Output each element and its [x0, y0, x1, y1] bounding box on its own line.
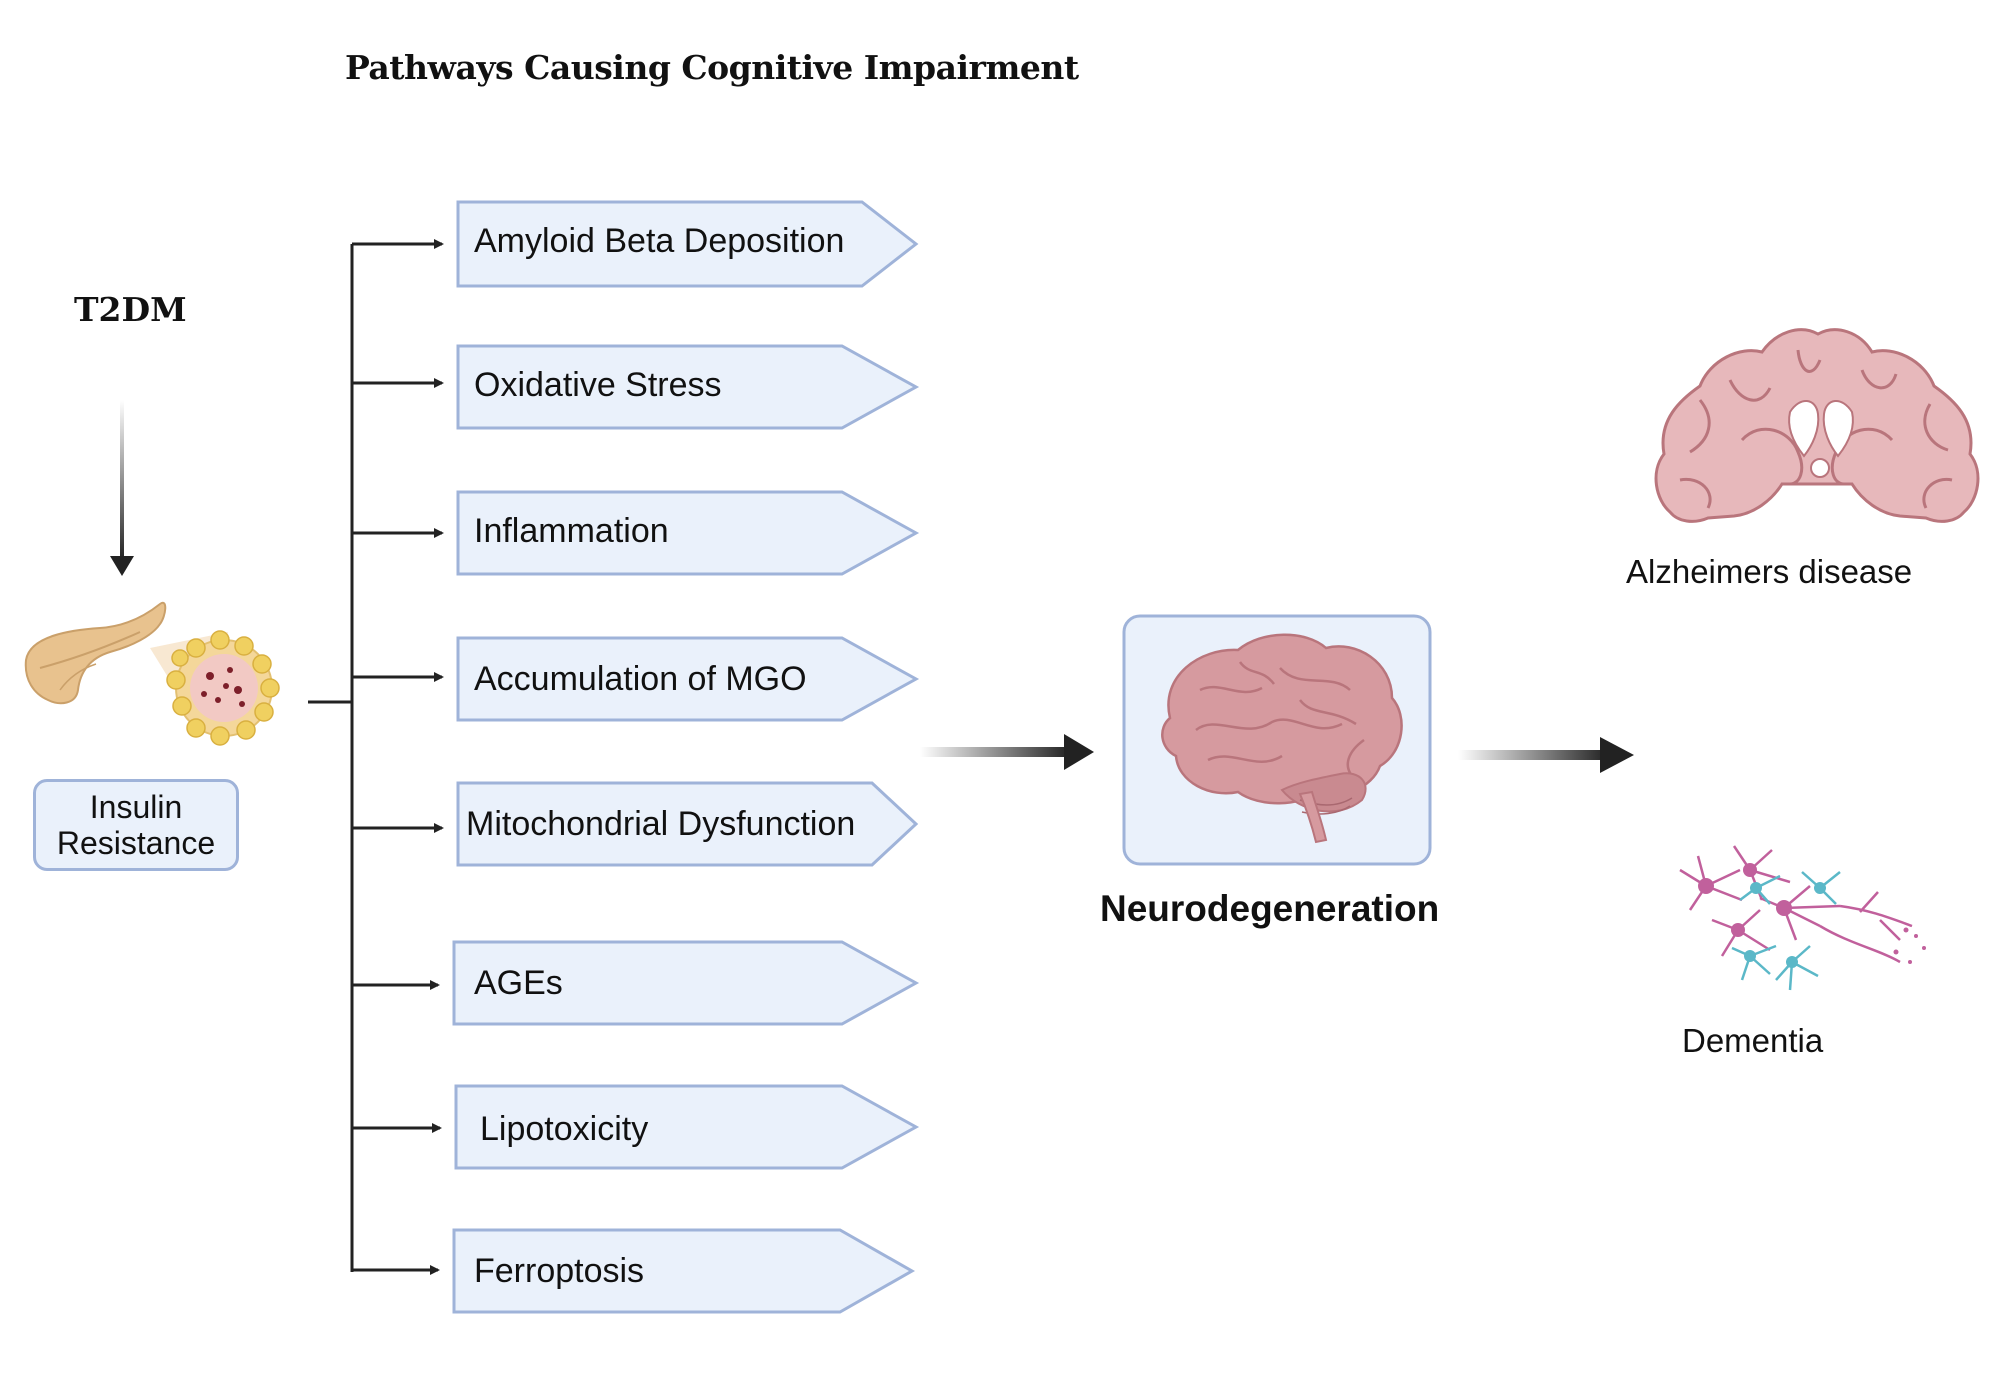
brain-coronal-section-icon	[1654, 328, 1980, 523]
page-title: Pathways Causing Cognitive Impairment	[345, 48, 1079, 87]
pathway-label-ages: AGEs	[474, 964, 563, 1002]
pathway-branch-ferroptosis	[352, 1228, 916, 1314]
pathway-branch-ages	[352, 940, 920, 1026]
insulin-resistance-line2: Resistance	[56, 825, 216, 861]
pathway-label-inflammation: Inflammation	[474, 512, 669, 550]
dementia-label: Dementia	[1682, 1022, 1824, 1059]
pancreas-icon	[24, 601, 280, 746]
pathway-branch-lipotoxicity	[352, 1084, 920, 1170]
brain-icon	[1161, 633, 1403, 844]
neurodegeneration-label: Neurodegeneration	[1100, 888, 1440, 929]
pathway-label-ferroptosis: Ferroptosis	[474, 1252, 645, 1290]
pathway-branch-amyloid	[352, 200, 919, 288]
t2dm-arrow	[110, 400, 134, 576]
insulin-resistance-box: Insulin Resistance	[33, 779, 239, 871]
pathway-label-mgo: Accumulation of MGO	[474, 660, 807, 698]
pathway-branch-mgo	[352, 636, 920, 722]
arrow-to-outcomes	[1458, 737, 1634, 773]
pathway-branch-mitochondrial	[352, 781, 919, 867]
pathway-list	[352, 200, 920, 1314]
pathway-label-oxidative: Oxidative Stress	[474, 366, 722, 404]
insulin-resistance-line1: Insulin	[89, 789, 183, 825]
pathway-branch-inflammation	[352, 490, 920, 576]
neuron-network-icon	[1679, 845, 1926, 991]
pathway-label-mitochondrial: Mitochondrial Dysfunction	[466, 805, 856, 843]
alzheimers-label: Alzheimers disease	[1626, 553, 1913, 590]
arrow-to-neurodegeneration	[920, 734, 1094, 770]
pathway-label-amyloid: Amyloid Beta Deposition	[474, 222, 845, 260]
t2dm-label: T2DM	[74, 290, 187, 329]
pathway-branch-oxidative	[352, 344, 920, 430]
pathway-label-lipotoxicity: Lipotoxicity	[480, 1110, 649, 1148]
